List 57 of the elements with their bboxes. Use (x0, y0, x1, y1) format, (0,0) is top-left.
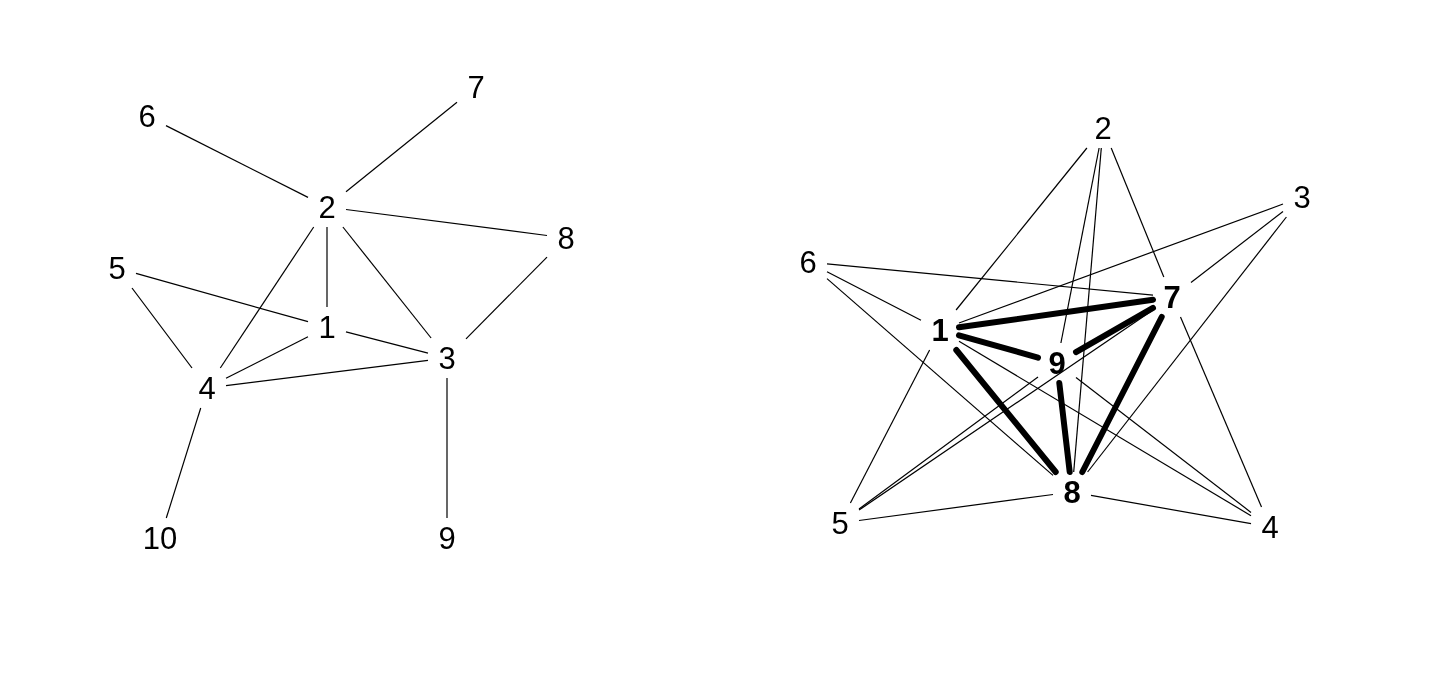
edge-line (1056, 380, 1073, 475)
edge-line (345, 101, 458, 193)
edge-line (225, 359, 429, 387)
node-label: 4 (1253, 509, 1287, 545)
edge-line (826, 263, 1154, 296)
edge-line (858, 309, 1154, 511)
edge-line (826, 271, 922, 321)
edge-line (465, 256, 548, 340)
edge-line (1110, 147, 1165, 278)
edge-line (446, 377, 448, 519)
edge-line (1079, 314, 1165, 475)
edge-line (1087, 216, 1287, 473)
edge-line (135, 272, 309, 323)
node-label: 10 (134, 520, 186, 556)
edge-line (958, 203, 1284, 324)
edge-line (826, 278, 1054, 476)
edge-line (956, 332, 1041, 361)
edge-line (1073, 304, 1156, 356)
edge-line (955, 147, 1088, 311)
edge-line (958, 340, 1252, 517)
edge-line (1179, 316, 1263, 508)
node-label: 7 (1155, 279, 1189, 315)
node-label: 3 (1285, 179, 1319, 215)
edge-line (1190, 211, 1284, 283)
edge-line (953, 347, 1059, 475)
node-label: 8 (1055, 474, 1089, 510)
node-label: 5 (100, 250, 134, 286)
edge-line (165, 125, 309, 198)
edge-line (131, 287, 193, 369)
node-label: 4 (190, 370, 224, 406)
edge-line (1060, 147, 1100, 344)
edge-line (858, 376, 1039, 510)
node-label: 9 (1040, 345, 1074, 381)
node-label: 6 (130, 98, 164, 134)
node-label: 2 (310, 189, 344, 225)
edge-line (225, 336, 309, 379)
node-label: 1 (923, 312, 957, 348)
edge-line (342, 226, 432, 339)
node-label: 7 (459, 69, 493, 105)
node-label: 1 (310, 309, 344, 345)
edge-line (345, 208, 548, 237)
node-label: 8 (549, 220, 583, 256)
edge-line (165, 407, 202, 519)
node-label: 6 (791, 244, 825, 280)
edge-line (858, 493, 1054, 522)
edge-line (1073, 147, 1102, 473)
edge-line (1090, 494, 1252, 525)
node-label: 9 (430, 520, 464, 556)
node-label: 2 (1086, 110, 1120, 146)
edge-line (326, 226, 328, 308)
node-label: 3 (430, 340, 464, 376)
edge-line (345, 331, 429, 354)
edge-line (1075, 377, 1252, 513)
edge-line (219, 226, 315, 369)
edge-line (956, 296, 1156, 331)
node-label: 5 (823, 505, 857, 541)
edge-line (849, 349, 931, 504)
